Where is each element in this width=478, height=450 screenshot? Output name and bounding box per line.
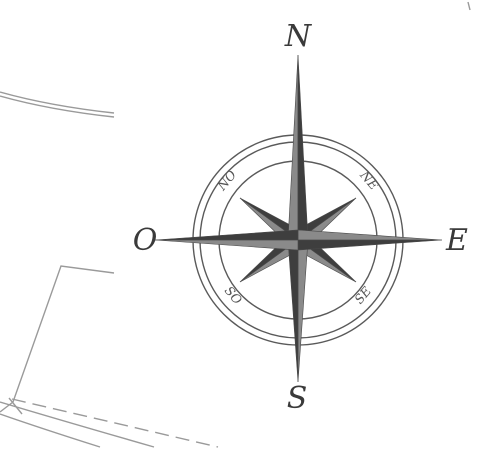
corner-tick xyxy=(468,2,470,10)
road-edge-lower xyxy=(0,414,100,447)
point-east-light xyxy=(298,230,442,240)
point-south-light xyxy=(298,240,308,382)
road-curve-upper xyxy=(0,92,114,113)
compass-cardinal-points xyxy=(155,55,442,382)
parcel-boundary xyxy=(0,266,114,412)
label-south: S xyxy=(287,381,308,416)
point-east-dark xyxy=(298,240,442,250)
point-north-light xyxy=(288,55,298,240)
point-south-dark xyxy=(288,240,298,382)
label-northwest: NO xyxy=(213,167,239,194)
road-curve-lower xyxy=(0,96,114,117)
label-north: N xyxy=(284,19,313,54)
label-southwest: SO xyxy=(222,283,246,307)
map-linework xyxy=(0,2,470,447)
boundary-dashed xyxy=(12,399,218,447)
label-northeast: NE xyxy=(357,167,382,193)
label-east: E xyxy=(445,223,468,258)
point-north-dark xyxy=(298,55,308,240)
label-southeast: SE xyxy=(351,284,374,307)
point-west-dark xyxy=(155,230,298,240)
label-west: O xyxy=(133,223,158,258)
point-west-light xyxy=(155,240,298,250)
compass-rose: N S E O NO NE SO SE xyxy=(133,19,468,416)
